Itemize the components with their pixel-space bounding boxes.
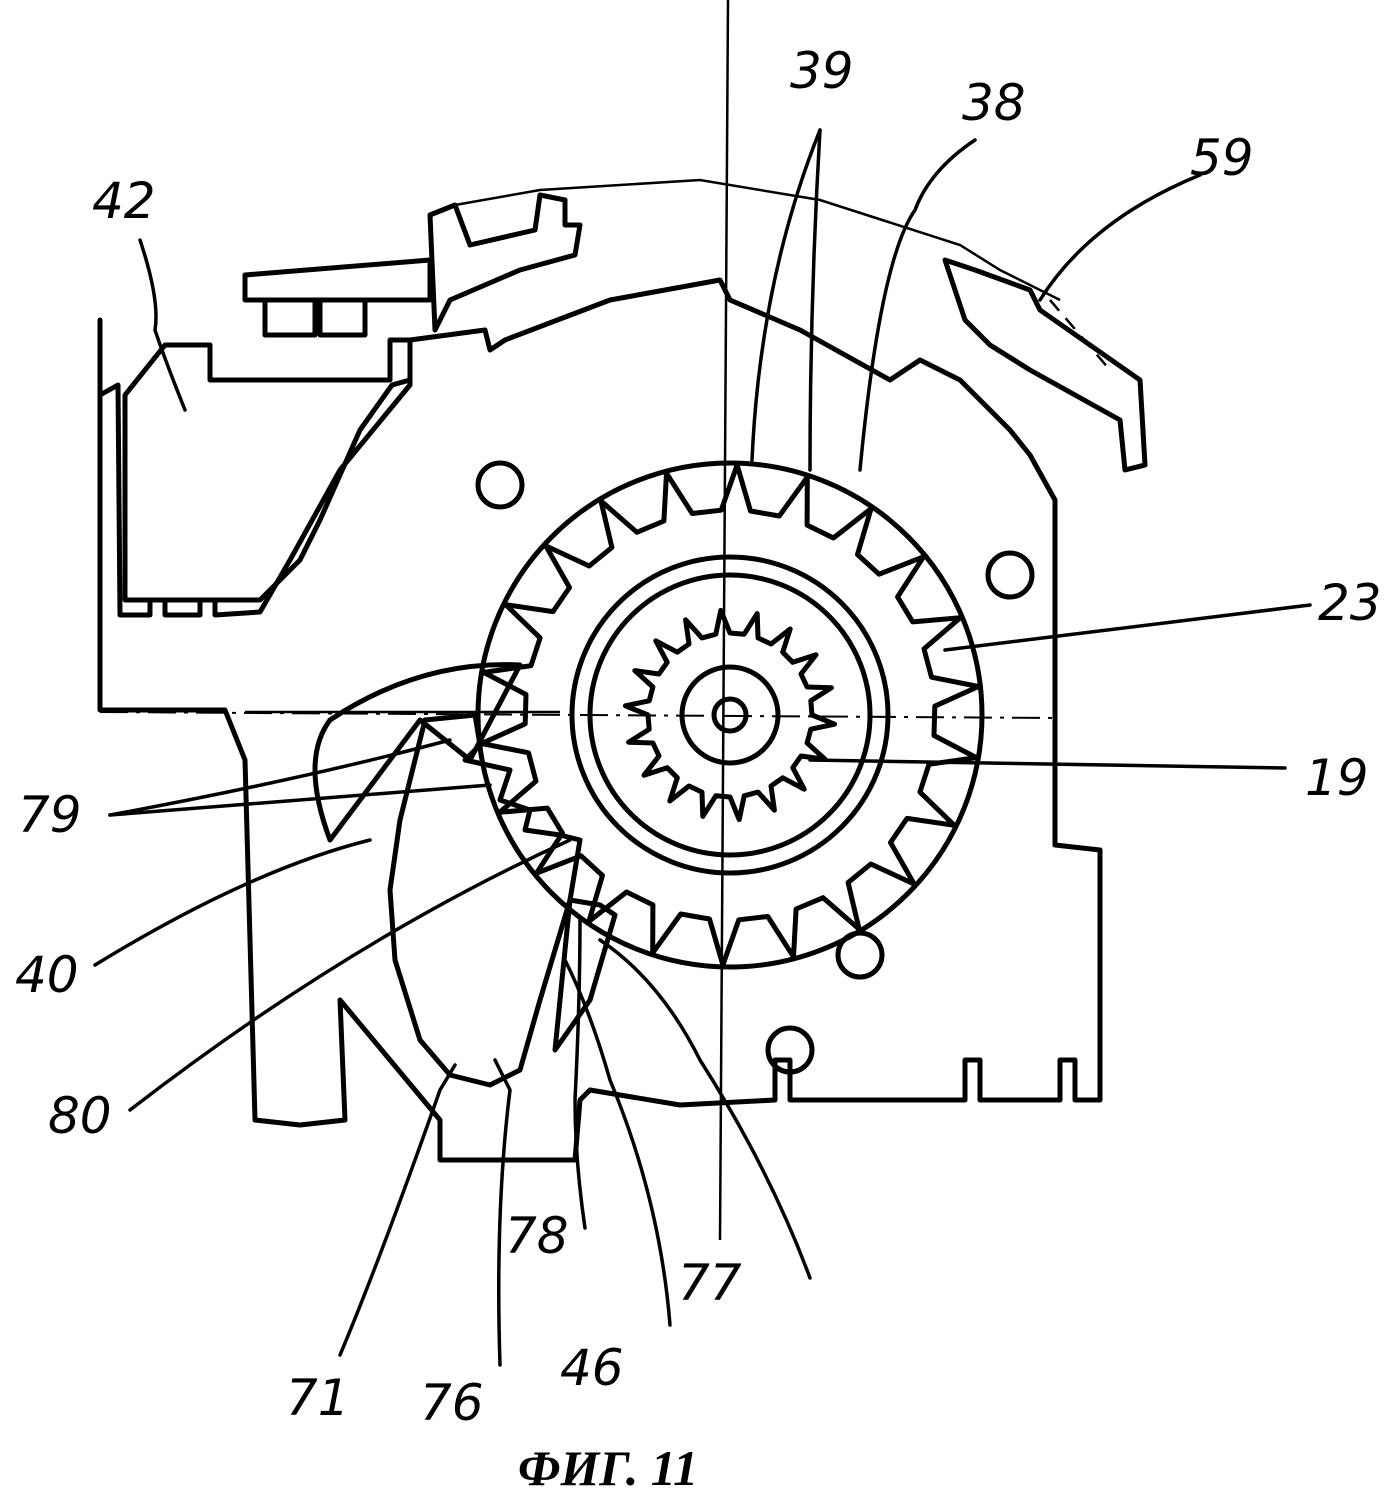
label-78: 78 (505, 1207, 569, 1265)
reference-labels: 42 39 38 59 23 19 79 40 80 71 76 78 46 7… (15, 42, 1382, 1496)
housing (97, 192, 1148, 1163)
figure-caption: ФИГ. 11 (518, 1440, 698, 1496)
label-39: 39 (790, 42, 854, 100)
mounting-hole (475, 460, 525, 510)
mounting-hole (985, 550, 1035, 600)
label-19: 19 (1305, 749, 1369, 807)
leader-lines (93, 128, 1312, 1367)
vertical-centerline (718, 0, 730, 1241)
label-80: 80 (48, 1087, 112, 1145)
horizontal-centerline (99, 711, 1061, 719)
gear-teeth-outer (479, 462, 981, 968)
label-46: 46 (560, 1339, 624, 1397)
label-23: 23 (1318, 574, 1382, 632)
label-38: 38 (962, 74, 1026, 132)
pawl (312, 662, 618, 1088)
label-42: 42 (92, 172, 156, 230)
label-71: 71 (286, 1369, 350, 1427)
label-40: 40 (15, 946, 79, 1004)
gear-ring-gap (569, 554, 891, 876)
gear-recess (475, 460, 985, 970)
label-79: 79 (18, 786, 82, 844)
label-59: 59 (1190, 129, 1254, 187)
mounting-hole (765, 1025, 815, 1075)
label-76: 76 (420, 1374, 484, 1432)
label-77: 77 (678, 1254, 742, 1312)
